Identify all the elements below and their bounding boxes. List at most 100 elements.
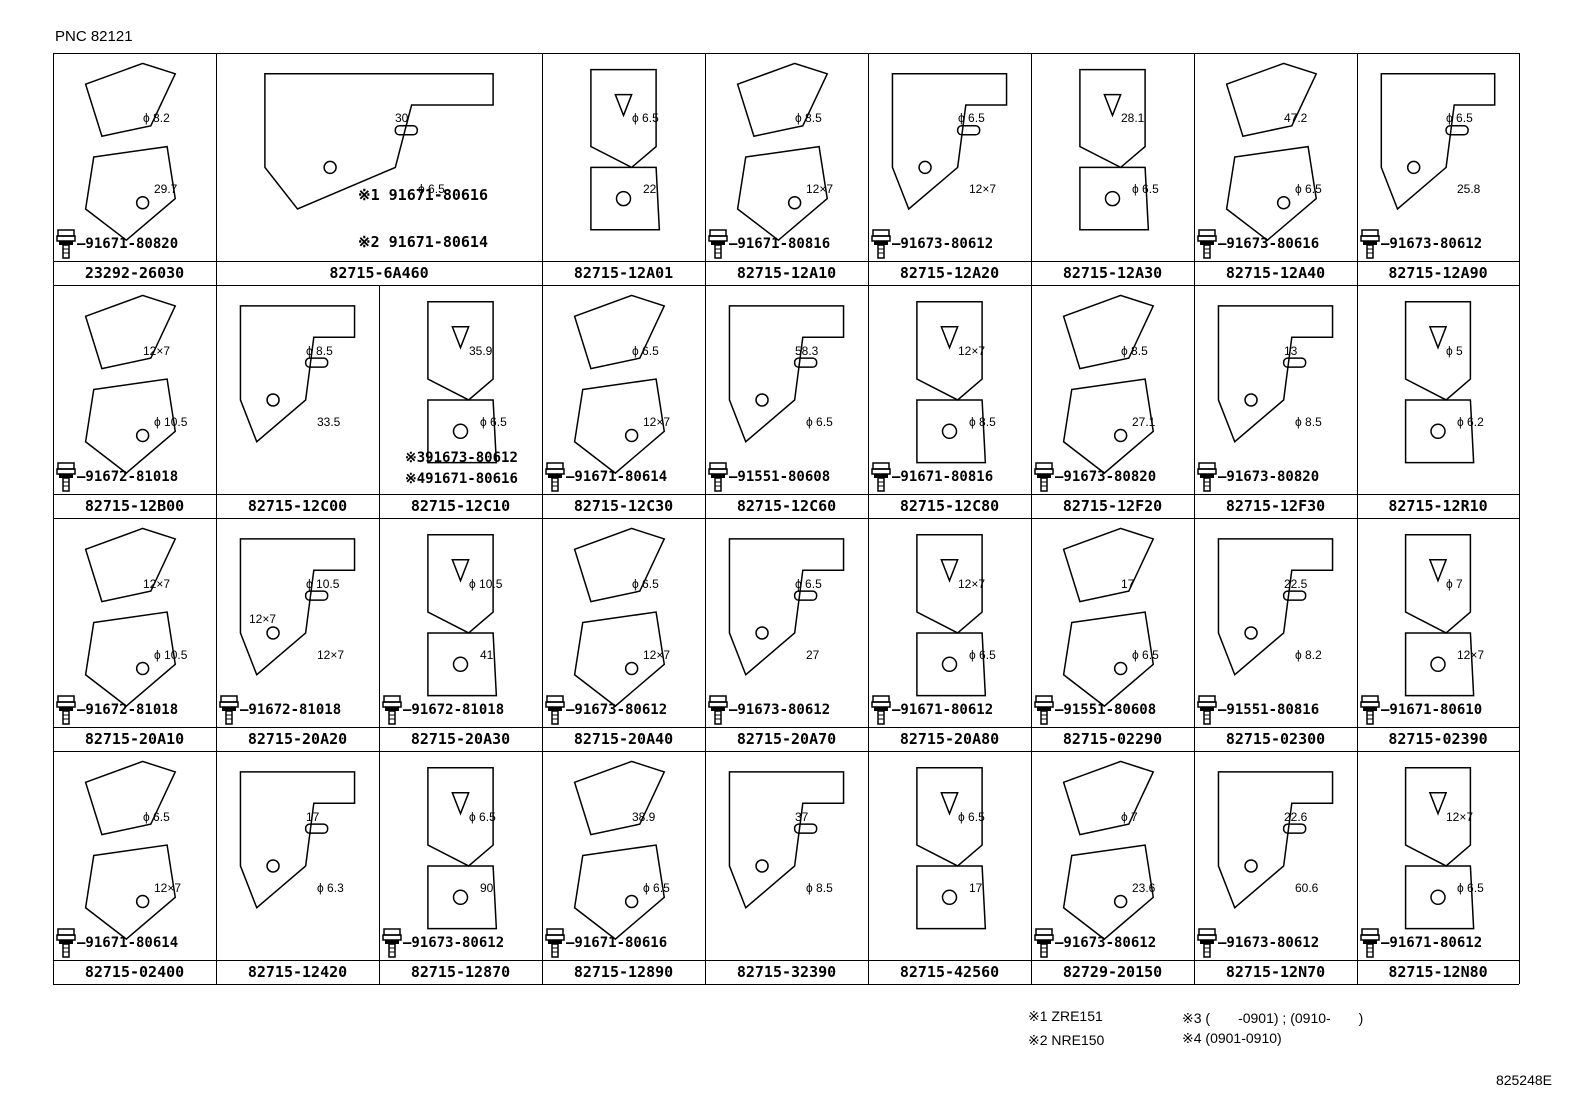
grid-row-line [53,494,1519,495]
bolt-callout: —91671-80816 [707,229,830,259]
bolt-callout: —91671-80610 [1359,695,1482,725]
part-sketch [728,538,845,677]
legend-note-1: ※1 ZRE151 [1028,1008,1103,1024]
part-sketch [891,73,1008,211]
part-number-label: 82715-20A20 [247,730,348,748]
dimension-label: 12×7 [643,648,671,662]
dimension-label: ϕ 10.5 [154,648,188,662]
part-number-label: 82715-12890 [573,963,674,981]
dimension-label: ϕ 6.5 [1132,648,1159,662]
bolt-icon [1033,462,1055,492]
grid-col-line [53,285,54,518]
dimension-label: 33.5 [317,415,341,429]
bolt-part-number: —91551-80608 [1055,702,1157,718]
bolt-part-number: —91673-80820 [1218,469,1320,485]
grid-col-line [1031,53,1032,285]
dimension-label: 27 [806,648,820,662]
bolt-icon [1196,695,1218,725]
bolt-icon [1196,928,1218,958]
bolt-icon [870,462,892,492]
bolt-callout: —91673-80612 [1196,928,1319,958]
grid-col-line [705,285,706,518]
part-sketch [84,760,177,941]
bolt-icon [381,928,403,958]
bolt-part-number: —91671-80816 [892,469,994,485]
part-number-label: 82715-20A10 [84,730,185,748]
part-number-label: 82715-12N70 [1225,963,1326,981]
grid-col-line [379,285,380,518]
bolt-icon [1033,928,1055,958]
dimension-label: 37 [795,810,809,824]
part-number-label: 82715-20A80 [899,730,1000,748]
part-sketch [1079,68,1150,231]
bolt-callout: —91673-80612 [1033,928,1156,958]
part-sketch [573,760,666,941]
grid-col-line [216,53,217,285]
dimension-label: 60.6 [1295,881,1319,895]
illustration-code: 825248E [1495,1072,1552,1088]
part-number-label: 82715-20A40 [573,730,674,748]
bolt-callout: —91673-80616 [1196,229,1319,259]
dimension-label: ϕ 10.5 [469,577,503,591]
grid-col-line [542,518,543,751]
dimension-label: 29.7 [154,182,178,196]
part-sketch [728,305,845,444]
bolt-icon [55,695,77,725]
grid-col-line [216,751,217,984]
part-number-label: 23292-26030 [84,264,185,282]
grid-col-line [53,518,54,751]
part-sketch [1217,538,1334,677]
part-number-label: 82715-12F30 [1225,497,1326,515]
dimension-label: 41 [480,648,494,662]
dimension-label: ϕ 6.5 [958,111,985,125]
grid-row-line [53,285,1519,286]
grid-col-line [868,518,869,751]
bolt-part-number: —91671-80820 [77,236,179,252]
note-4-bolt: ※491671-80616 [405,471,518,487]
grid-row-line [53,960,1519,961]
bolt-callout: —91671-80616 [544,928,667,958]
bolt-callout: —91551-80816 [1196,695,1319,725]
part-number-label: 82715-12F20 [1062,497,1163,515]
dimension-label: ϕ 10.5 [154,415,188,429]
grid-col-line [1031,285,1032,518]
part-number-label: 82715-02290 [1062,730,1163,748]
dimension-label: 12×7 [958,577,986,591]
pnc-label: PNC 82121 [55,28,133,45]
